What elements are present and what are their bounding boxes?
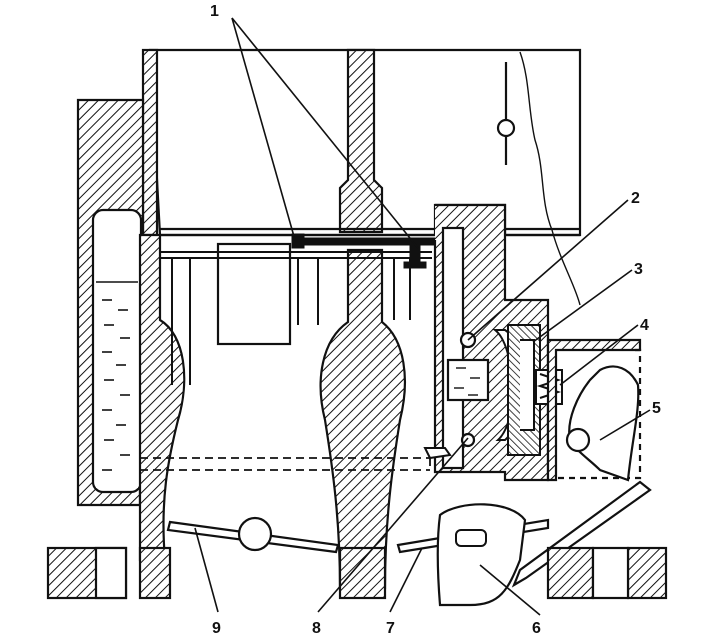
throttle-base [46, 546, 668, 600]
choke-plate [496, 62, 516, 165]
callout-4: 4 [640, 317, 649, 334]
callout-7: 7 [386, 620, 395, 637]
leader-lines [194, 17, 651, 616]
throttle-cam [436, 503, 527, 607]
float-chamber [76, 98, 145, 507]
booster-venturi [216, 242, 292, 346]
pump-diaphragm [492, 324, 541, 456]
fuel-level-marks [102, 299, 130, 471]
broken-section-line [519, 51, 581, 306]
lever-pivot [565, 427, 591, 453]
check-ball-lower [460, 432, 476, 448]
air-horn-upper-body [141, 48, 582, 237]
pump-lever [568, 365, 640, 482]
pump-fuel-marks [454, 367, 480, 396]
callout-2: 2 [631, 190, 640, 207]
callout-9: 9 [212, 620, 221, 637]
pump-lever-housing [546, 338, 642, 482]
callout-8: 8 [312, 620, 321, 637]
callout-1: 1 [210, 3, 219, 20]
idle-passage [140, 457, 431, 471]
callout-3: 3 [634, 261, 643, 278]
venturi-center-divider [319, 248, 406, 590]
callout-6: 6 [532, 620, 541, 637]
throttle-valve-primary [166, 516, 340, 554]
cam-slot [455, 529, 487, 547]
venturi-left-wall [138, 233, 186, 562]
pump-nozzle [423, 447, 452, 460]
callout-5: 5 [652, 400, 661, 417]
